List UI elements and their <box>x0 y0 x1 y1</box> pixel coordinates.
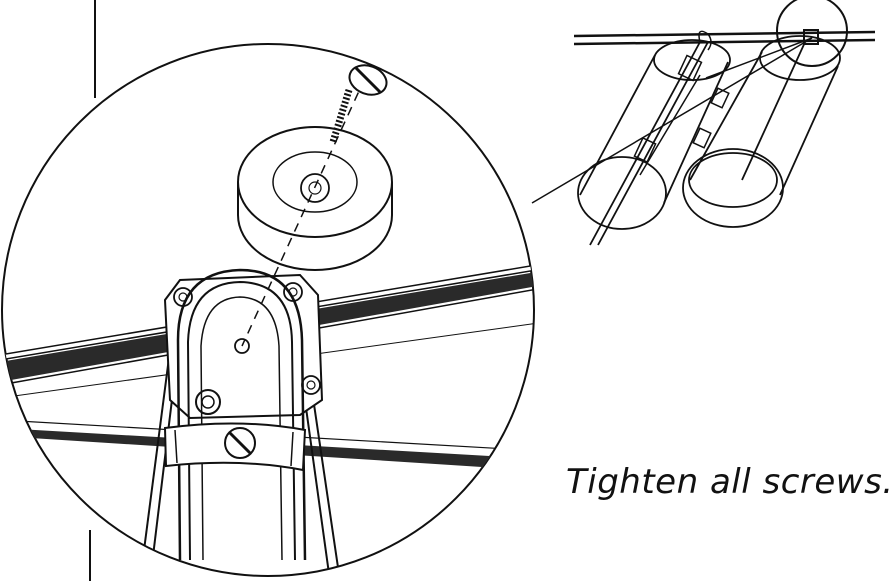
overview-baskets-illustration <box>573 0 876 246</box>
page-edge-line <box>89 0 96 581</box>
wire-loop <box>176 268 307 561</box>
hanging-rail <box>573 30 876 46</box>
screw <box>329 64 388 144</box>
instruction-caption: Tighten all screws. <box>566 462 890 502</box>
overview-clips <box>633 29 819 176</box>
basket-right <box>682 35 841 228</box>
alignment-dashed-line <box>241 77 366 347</box>
clamp-band <box>163 422 307 472</box>
detail-callout-circle <box>776 0 848 67</box>
rubber-washer <box>237 126 393 271</box>
magnified-detail-view <box>1 43 535 577</box>
